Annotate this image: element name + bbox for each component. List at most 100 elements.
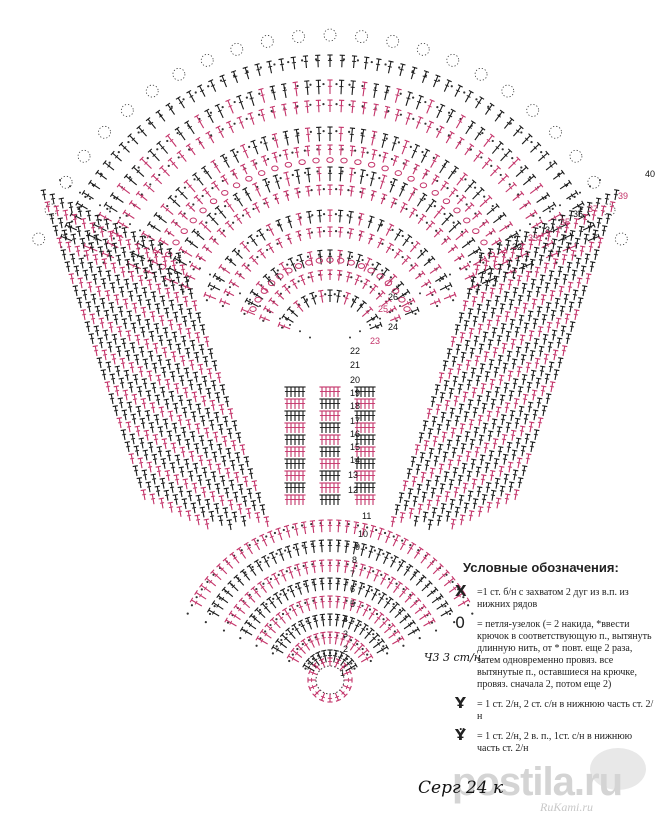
- fan-stitch: [104, 162, 115, 171]
- fan-stitch: [384, 106, 389, 119]
- stitch-cap: [268, 297, 273, 303]
- wing-stitch: [586, 274, 590, 285]
- fan-stitch: [381, 299, 391, 307]
- wing-stitch: [448, 368, 452, 379]
- stitch-cap: [307, 271, 314, 274]
- stitch-cap: [489, 358, 495, 361]
- stitch-bar: [274, 272, 279, 276]
- base-stitch: [349, 640, 358, 651]
- wing-stitch: [560, 306, 564, 317]
- stitch-cap: [348, 635, 354, 639]
- stitch-cap: [307, 251, 313, 254]
- wing-stitch: [229, 409, 233, 420]
- stitch-bar: [166, 454, 172, 457]
- stitch-bar: [547, 346, 553, 348]
- stitch-cap: [138, 255, 144, 258]
- stitch-bar: [114, 298, 120, 301]
- stitch-cap: [135, 190, 140, 196]
- wing-stitch: [466, 360, 470, 371]
- stitch-bar: [466, 383, 472, 386]
- stitch-bar: [85, 234, 91, 237]
- wing-stitch: [126, 259, 130, 270]
- stitch-cap: [97, 211, 102, 217]
- stitch-cap: [511, 429, 517, 432]
- fan-stitch: [384, 86, 389, 101]
- wing-stitch: [211, 400, 215, 411]
- stitch-cap: [137, 366, 143, 369]
- wing-stitch: [175, 383, 179, 394]
- wing-stitch: [186, 439, 190, 450]
- stitch-cap: [198, 220, 204, 225]
- chain-arc: [480, 156, 483, 159]
- chain-arc: [298, 623, 301, 626]
- base-stitch: [284, 609, 292, 620]
- knot-loop: [347, 259, 355, 266]
- stitch-cap: [523, 302, 529, 305]
- stitch-cap: [465, 430, 471, 433]
- wing-stitch: [605, 194, 609, 205]
- stitch-cap: [507, 148, 513, 153]
- stitch-cap: [222, 415, 228, 418]
- wing-stitch: [439, 373, 443, 384]
- stitch-bar: [420, 252, 424, 256]
- stitch-bar: [309, 661, 314, 666]
- chain-arc: [296, 84, 299, 88]
- stitch-cap: [156, 445, 162, 448]
- stitch-cap: [132, 282, 138, 285]
- wing-stitch: [434, 456, 438, 467]
- stitch-bar: [583, 238, 589, 240]
- wing-stitch: [229, 500, 233, 511]
- wing-stitch: [162, 367, 166, 378]
- stitch-cap: [422, 491, 428, 494]
- wing-stitch: [475, 447, 479, 458]
- stitch-cap: [85, 210, 91, 213]
- stitch-cap: [244, 297, 248, 303]
- chain-arc: [370, 60, 373, 64]
- stitch-bar: [199, 256, 203, 261]
- wing-stitch: [86, 230, 90, 241]
- stitch-bar: [450, 171, 455, 175]
- wing-stitch: [196, 515, 200, 526]
- stitch-bar: [263, 142, 268, 145]
- fan-stitch: [382, 152, 387, 163]
- chain-dot: [169, 248, 171, 251]
- stitch-bar: [147, 185, 151, 190]
- chain-arc: [239, 637, 242, 640]
- wing-stitch: [90, 242, 94, 253]
- fan-stitch: [504, 232, 518, 241]
- wing-stitch: [184, 296, 188, 307]
- chain-dot: [499, 242, 501, 244]
- wing-stitch: [155, 323, 159, 334]
- stitch-bar: [487, 343, 493, 346]
- stitch-cap: [304, 127, 311, 129]
- wing-stitch: [490, 288, 494, 299]
- fan-stitch: [157, 111, 166, 122]
- stitch-cap: [165, 102, 171, 107]
- stitch-bar: [299, 259, 304, 262]
- stitch-bar: [450, 523, 456, 525]
- stitch-bar: [568, 305, 574, 308]
- wing-stitch: [458, 475, 462, 486]
- stitch-cap: [503, 271, 509, 274]
- stitch-cap: [468, 89, 474, 94]
- wing-stitch: [598, 238, 602, 249]
- stitch-cap: [434, 174, 440, 178]
- stitch-cap: [177, 486, 183, 489]
- chain-arc: [287, 589, 290, 592]
- stitch-cap: [508, 461, 514, 464]
- stitch-cap: [538, 325, 544, 328]
- stitch-cap: [560, 214, 566, 217]
- stitch-bar: [396, 233, 401, 237]
- stitch-bar: [360, 192, 365, 194]
- stitch-bar: [452, 471, 458, 474]
- stitch-cap: [524, 322, 530, 325]
- chain-arc: [530, 140, 533, 144]
- fan-stitch: [210, 237, 219, 246]
- stitch-cap: [247, 91, 253, 94]
- stitch-bar: [536, 401, 542, 404]
- stitch-cap: [447, 348, 453, 351]
- stitch-bar: [565, 246, 571, 249]
- stitch-bar: [146, 485, 152, 488]
- stitch-cap: [483, 331, 489, 334]
- stitch-cap: [546, 192, 551, 198]
